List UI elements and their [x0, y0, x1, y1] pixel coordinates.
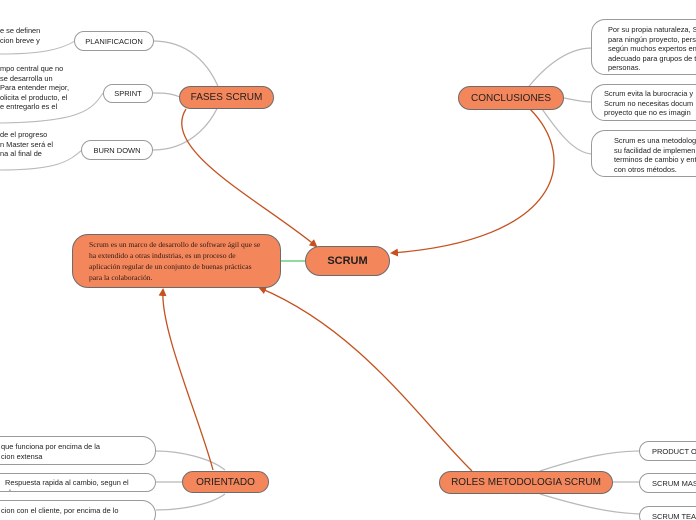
branch-line-role-3: [539, 493, 641, 515]
conclusion-card-3[interactable]: Scrum es una metodolog su facilidad de i…: [591, 130, 696, 177]
role-scrum-team[interactable]: SCRUM TEAM: [639, 506, 696, 520]
arrow-roles-to-definition: [258, 286, 473, 472]
branch-line-note-burndown: [0, 149, 83, 171]
branch-line-sprint: [152, 92, 181, 98]
orientado-item-2[interactable]: Respuesta rapida al cambio, segun el pla…: [0, 473, 156, 492]
burndown-note: de el progreso n Master será el na al fi…: [0, 130, 53, 159]
subtopic-sprint[interactable]: SPRINT: [103, 84, 153, 103]
orientado-item-1[interactable]: que funciona por encima de la cion exten…: [0, 436, 156, 465]
topic-roles-metodologia-scrum[interactable]: ROLES METODOLOGIA SCRUM: [439, 471, 613, 494]
sprint-note: mpo central que no se desarrolla un Para…: [0, 64, 70, 112]
topic-conclusiones[interactable]: CONCLUSIONES: [458, 86, 564, 110]
subtopic-burndown[interactable]: BURN DOWN: [81, 140, 153, 160]
planificacion-note: e se definen cion breve y: [0, 26, 41, 45]
branch-line-conclusion-2: [563, 97, 593, 103]
branch-line-note-sprint: [0, 92, 104, 124]
branch-line-conclusion-3: [539, 105, 593, 155]
arrow-fases-to-scrum: [181, 108, 318, 248]
branch-line-orientado-3: [155, 493, 226, 511]
scrum-definition[interactable]: Scrum es un marco de desarrollo de softw…: [72, 234, 281, 288]
branch-line-planificacion: [152, 40, 223, 98]
orientado-item-3[interactable]: cion con el cliente, por encima de lo: [0, 500, 156, 520]
role-product-owner[interactable]: PRODUCT OW: [639, 441, 696, 461]
conclusion-card-1[interactable]: Por su propia naturaleza, S para ningún …: [591, 19, 696, 75]
arrow-conclusiones-to-scrum: [390, 108, 555, 257]
branch-line-note-planificacion: [0, 40, 76, 55]
role-scrum-master[interactable]: SCRUM MAST: [639, 473, 696, 493]
central-topic-scrum[interactable]: SCRUM: [305, 246, 390, 276]
conclusion-card-2[interactable]: Scrum evita la burocracia y Scrum no nec…: [591, 84, 696, 121]
subtopic-planificacion[interactable]: PLANIFICACION: [74, 31, 154, 51]
topic-fases-scrum[interactable]: FASES SCRUM: [179, 86, 274, 109]
branch-line-orientado-1: [155, 450, 226, 471]
arrow-orientado-to-definition: [158, 288, 214, 471]
topic-orientado[interactable]: ORIENTADO: [182, 471, 269, 493]
branch-line-role-1: [539, 450, 641, 472]
